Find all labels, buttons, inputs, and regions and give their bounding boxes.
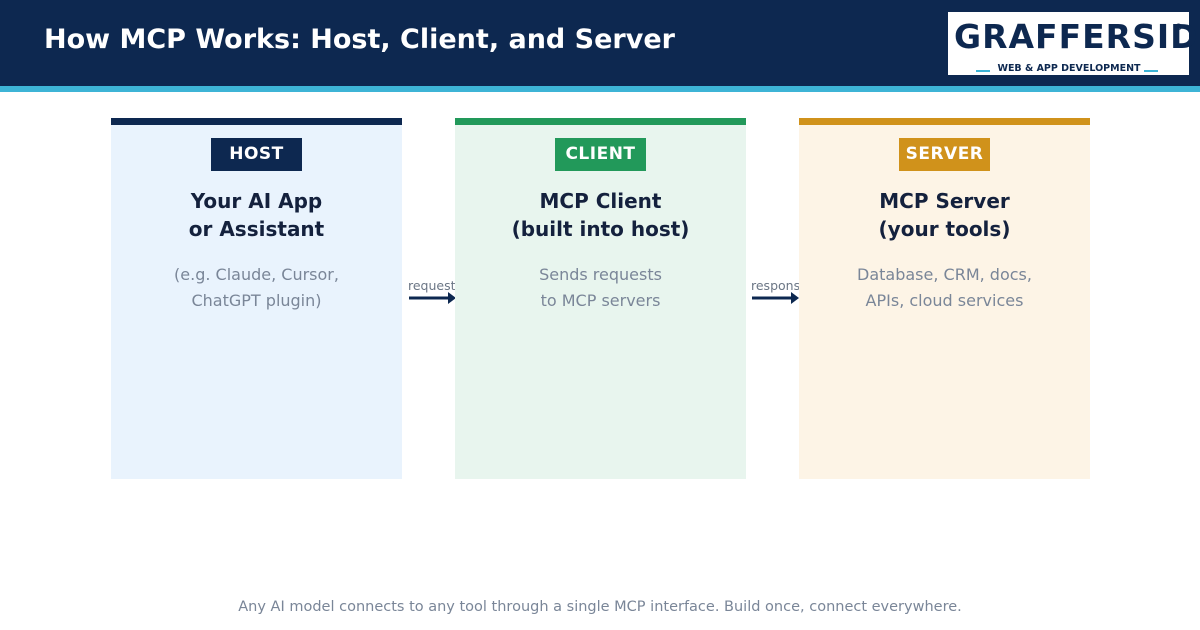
response-arrow: response [751,279,799,309]
header-accent-stripe [0,86,1200,92]
host-card-description: (e.g. Claude, Cursor, ChatGPT plugin) [174,265,339,310]
response-arrow-label: response [751,279,799,293]
host-card-title: Your AI App or Assistant [188,189,325,241]
request-arrow-label: request [408,279,456,293]
host-badge: HOST [211,138,302,171]
client-badge: CLIENT [555,138,646,171]
brand-logo: GRAFFERSID ® WEB & APP DEVELOPMENT [948,12,1199,75]
server-card-title: MCP Server (your tools) [878,189,1011,241]
client-card-title: MCP Client (built into host) [511,189,690,241]
arrow-right-icon [409,292,456,304]
logo-tagline: WEB & APP DEVELOPMENT [997,63,1141,74]
server-card-accent-bar [799,118,1090,125]
request-arrow: request [408,279,456,309]
host-card-accent-bar [111,118,402,125]
host-card: HOST Your AI App or Assistant (e.g. Clau… [111,118,402,479]
logo-wordmark: GRAFFERSID [954,17,1199,56]
header-bar: How MCP Works: Host, Client, and Server … [0,0,1200,86]
footer-caption: Any AI model connects to any tool throug… [238,599,962,615]
logo-registered-mark: ® [1174,23,1183,33]
client-card-description: Sends requests to MCP servers [539,265,662,310]
server-card-description: Database, CRM, docs, APIs, cloud service… [857,265,1032,310]
server-card: SERVER MCP Server (your tools) Database,… [799,118,1090,479]
arrow-right-icon [752,292,799,304]
logo-tagline-divider [976,70,990,72]
client-card-accent-bar [455,118,746,125]
server-badge: SERVER [899,138,990,171]
logo-tagline-divider [1144,70,1158,72]
client-card: CLIENT MCP Client (built into host) Send… [455,118,746,479]
page-title: How MCP Works: Host, Client, and Server [44,24,675,55]
